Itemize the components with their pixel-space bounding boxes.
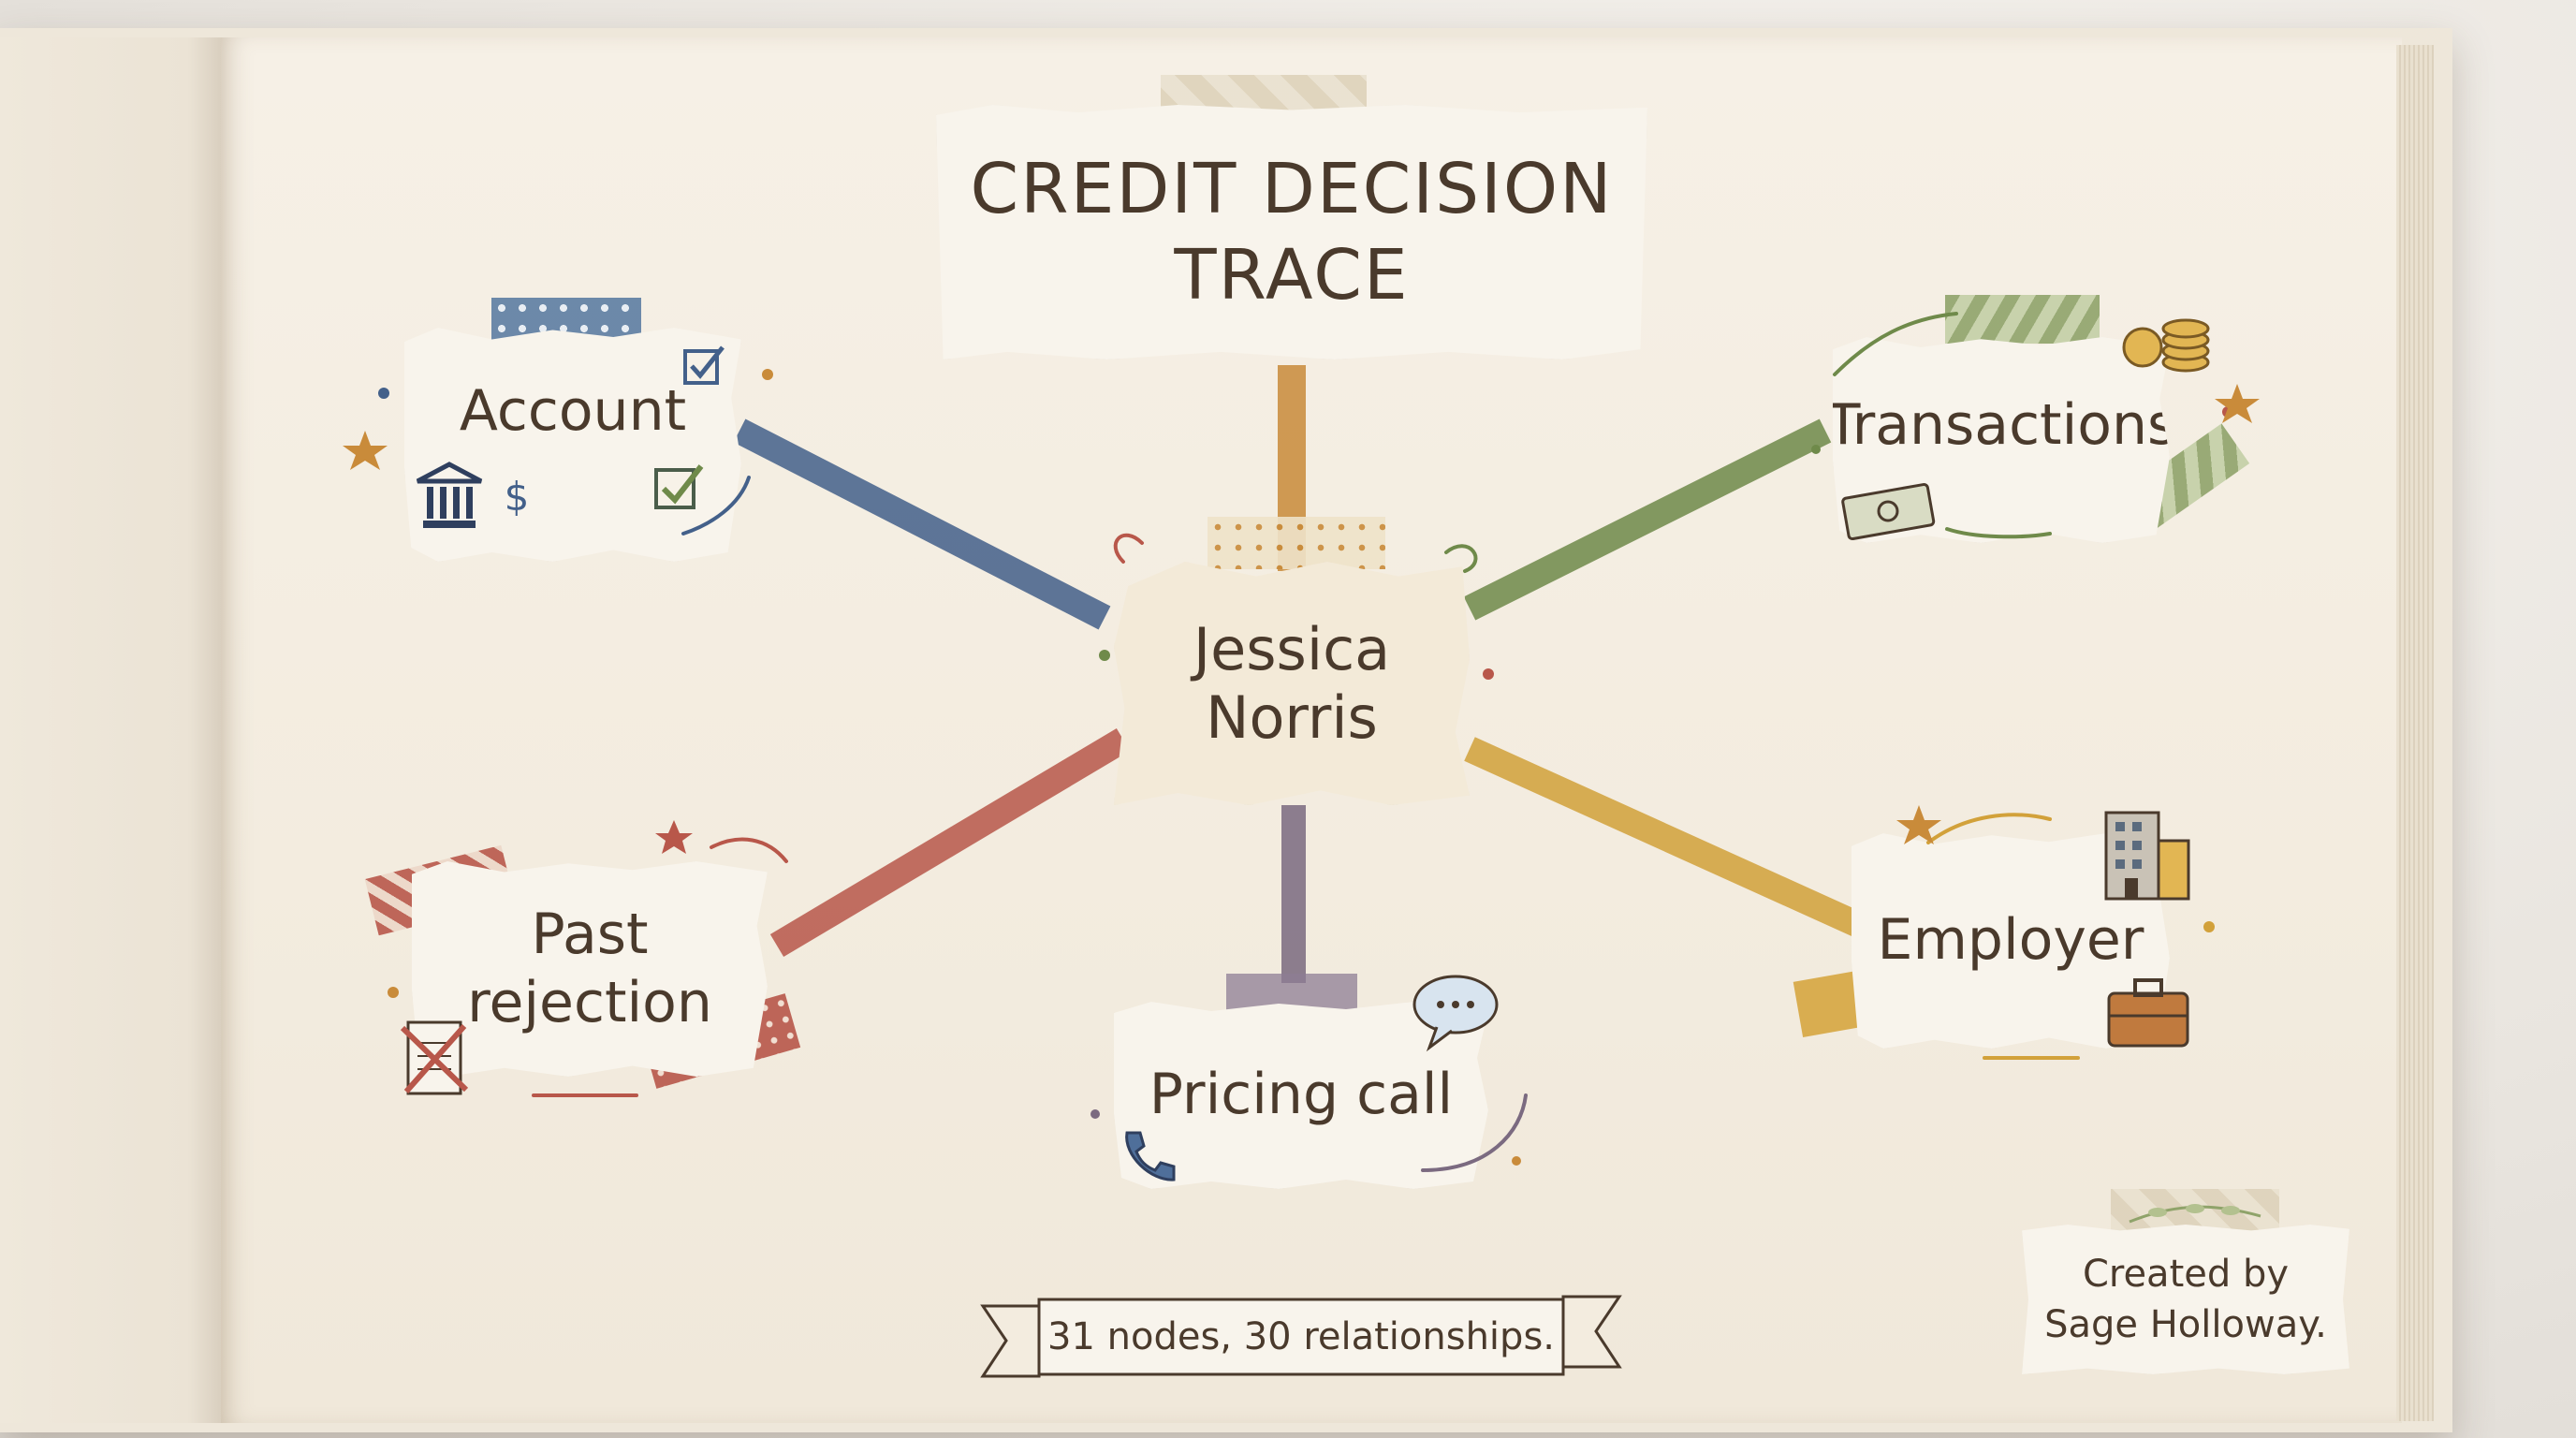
office-building-icon (2097, 803, 2200, 906)
credit-card: Created by Sage Holloway. (2022, 1225, 2349, 1374)
link-employer (1464, 737, 1868, 939)
center-line-2: Norris (1206, 683, 1378, 752)
node-pricing-call: Pricing call (1114, 1002, 1488, 1189)
transactions-washi-tape (1945, 295, 2100, 344)
transactions-arrow (1833, 312, 1958, 376)
node-jessica-norris: Jessica Norris (1114, 562, 1470, 805)
node-transactions: Transactions (1833, 337, 2170, 543)
node-past-rejection: Past rejection (412, 861, 768, 1077)
left-page (0, 37, 221, 1423)
bank-icon (412, 459, 487, 534)
node-account-label: Account (459, 378, 687, 445)
link-past-rejection (769, 727, 1131, 958)
banknote-icon (1839, 477, 1942, 543)
account-arrow (681, 476, 751, 536)
transactions-arrow-bottom (1945, 527, 2052, 539)
phone-icon (1114, 1123, 1179, 1189)
speech-bubble-icon (1409, 969, 1502, 1053)
document-rejected-icon (393, 1011, 477, 1105)
summary-ribbon (980, 1295, 1622, 1378)
coins-icon (2111, 304, 2214, 379)
center-line-1: Jessica (1193, 615, 1391, 683)
link-account (733, 418, 1111, 630)
pricing-call-arrow (1421, 1093, 1528, 1172)
page-edge (2396, 45, 2434, 1421)
title-line-1: CREDIT DECISION (970, 148, 1614, 229)
credit-line-2: Sage Holloway. (2044, 1303, 2327, 1346)
briefcase-icon (2101, 969, 2195, 1053)
diagram-title: CREDIT DECISION TRACE (936, 105, 1647, 360)
leaf-icon (2120, 1194, 2270, 1236)
checkbox-icon (651, 459, 707, 515)
credit-line-1: Created by (2082, 1253, 2290, 1296)
center-swirl-right (1444, 544, 1478, 573)
dollar-icon: $ (504, 473, 530, 520)
past-rejection-arrow-top (710, 837, 788, 863)
employer-arrow-top (1926, 813, 2052, 844)
star-doodles (343, 384, 2260, 854)
link-transactions (1463, 418, 1832, 621)
node-employer-label: Employer (1877, 907, 2144, 974)
summary-text: 31 nodes, 30 relationships. (1047, 1315, 1555, 1358)
node-past-rejection-line-1: Past (531, 901, 649, 967)
node-pricing-call-label: Pricing call (1149, 1062, 1454, 1128)
title-line-2: TRACE (1174, 235, 1410, 315)
center-swirl-left (1113, 533, 1144, 564)
center-washi-tape (1208, 517, 1385, 569)
checkbox-icon (681, 342, 728, 389)
node-transactions-label: Transactions (1825, 392, 2177, 459)
node-past-rejection-line-2: rejection (467, 970, 712, 1035)
confetti-dots (378, 369, 2233, 1166)
